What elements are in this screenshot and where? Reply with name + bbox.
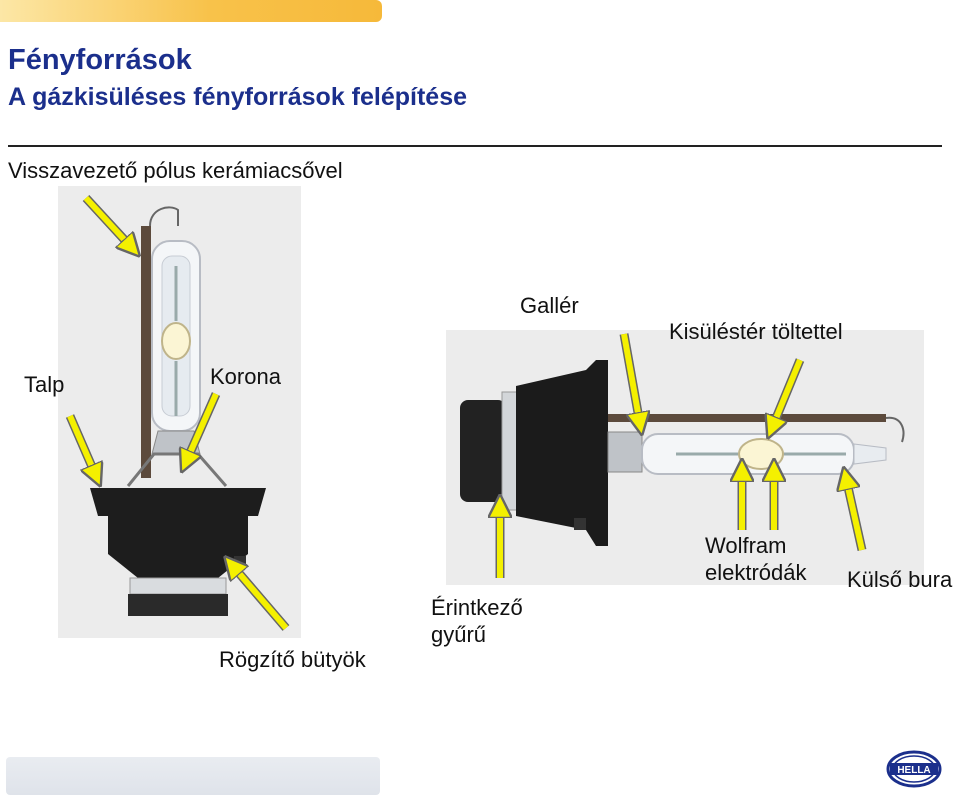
label-contact-ring-line1: Érintkező: [431, 595, 523, 620]
hella-logo: HELLA: [886, 750, 942, 788]
label-locking-lugs: Rögzítő bütyök: [219, 647, 366, 672]
bulb-photo-vertical: [58, 186, 301, 638]
top-accent-bar: [0, 0, 382, 22]
arrow-return-pole: [82, 194, 132, 248]
slide-title: Fényforrások: [8, 44, 192, 76]
vertical-bulb-illustration: [58, 186, 301, 638]
label-return-pole: Visszavezető pólus kerámiacsővel: [8, 158, 343, 183]
footer-bar: [6, 757, 380, 795]
label-outer-bulb: Külső bura: [847, 567, 953, 592]
label-crown: Korona: [210, 364, 281, 389]
label-tungsten-line2: elektródák: [705, 560, 807, 585]
horizontal-bulb-illustration: [446, 330, 924, 585]
bulb-photo-horizontal: [446, 330, 924, 585]
arrow-collar: [619, 333, 640, 424]
arrow-locking-lugs: [232, 565, 290, 631]
header-divider: [8, 145, 942, 147]
label-contact-ring-line2: gyűrű: [431, 622, 487, 647]
label-tungsten-line1: Wolfram: [705, 533, 787, 558]
arrow-base: [65, 414, 96, 476]
arrow-discharge-tube: [772, 358, 805, 428]
arrow-crown: [186, 392, 221, 462]
label-collar: Gallér: [520, 293, 579, 318]
arrow-outer-bulb: [846, 478, 867, 551]
slide-subtitle: A gázkisüléses fényforrások felépítése: [8, 83, 467, 111]
hella-logo-text: HELLA: [897, 765, 930, 776]
label-base: Talp: [24, 372, 65, 397]
label-discharge-tube: Kisüléstér töltettel: [669, 319, 843, 344]
